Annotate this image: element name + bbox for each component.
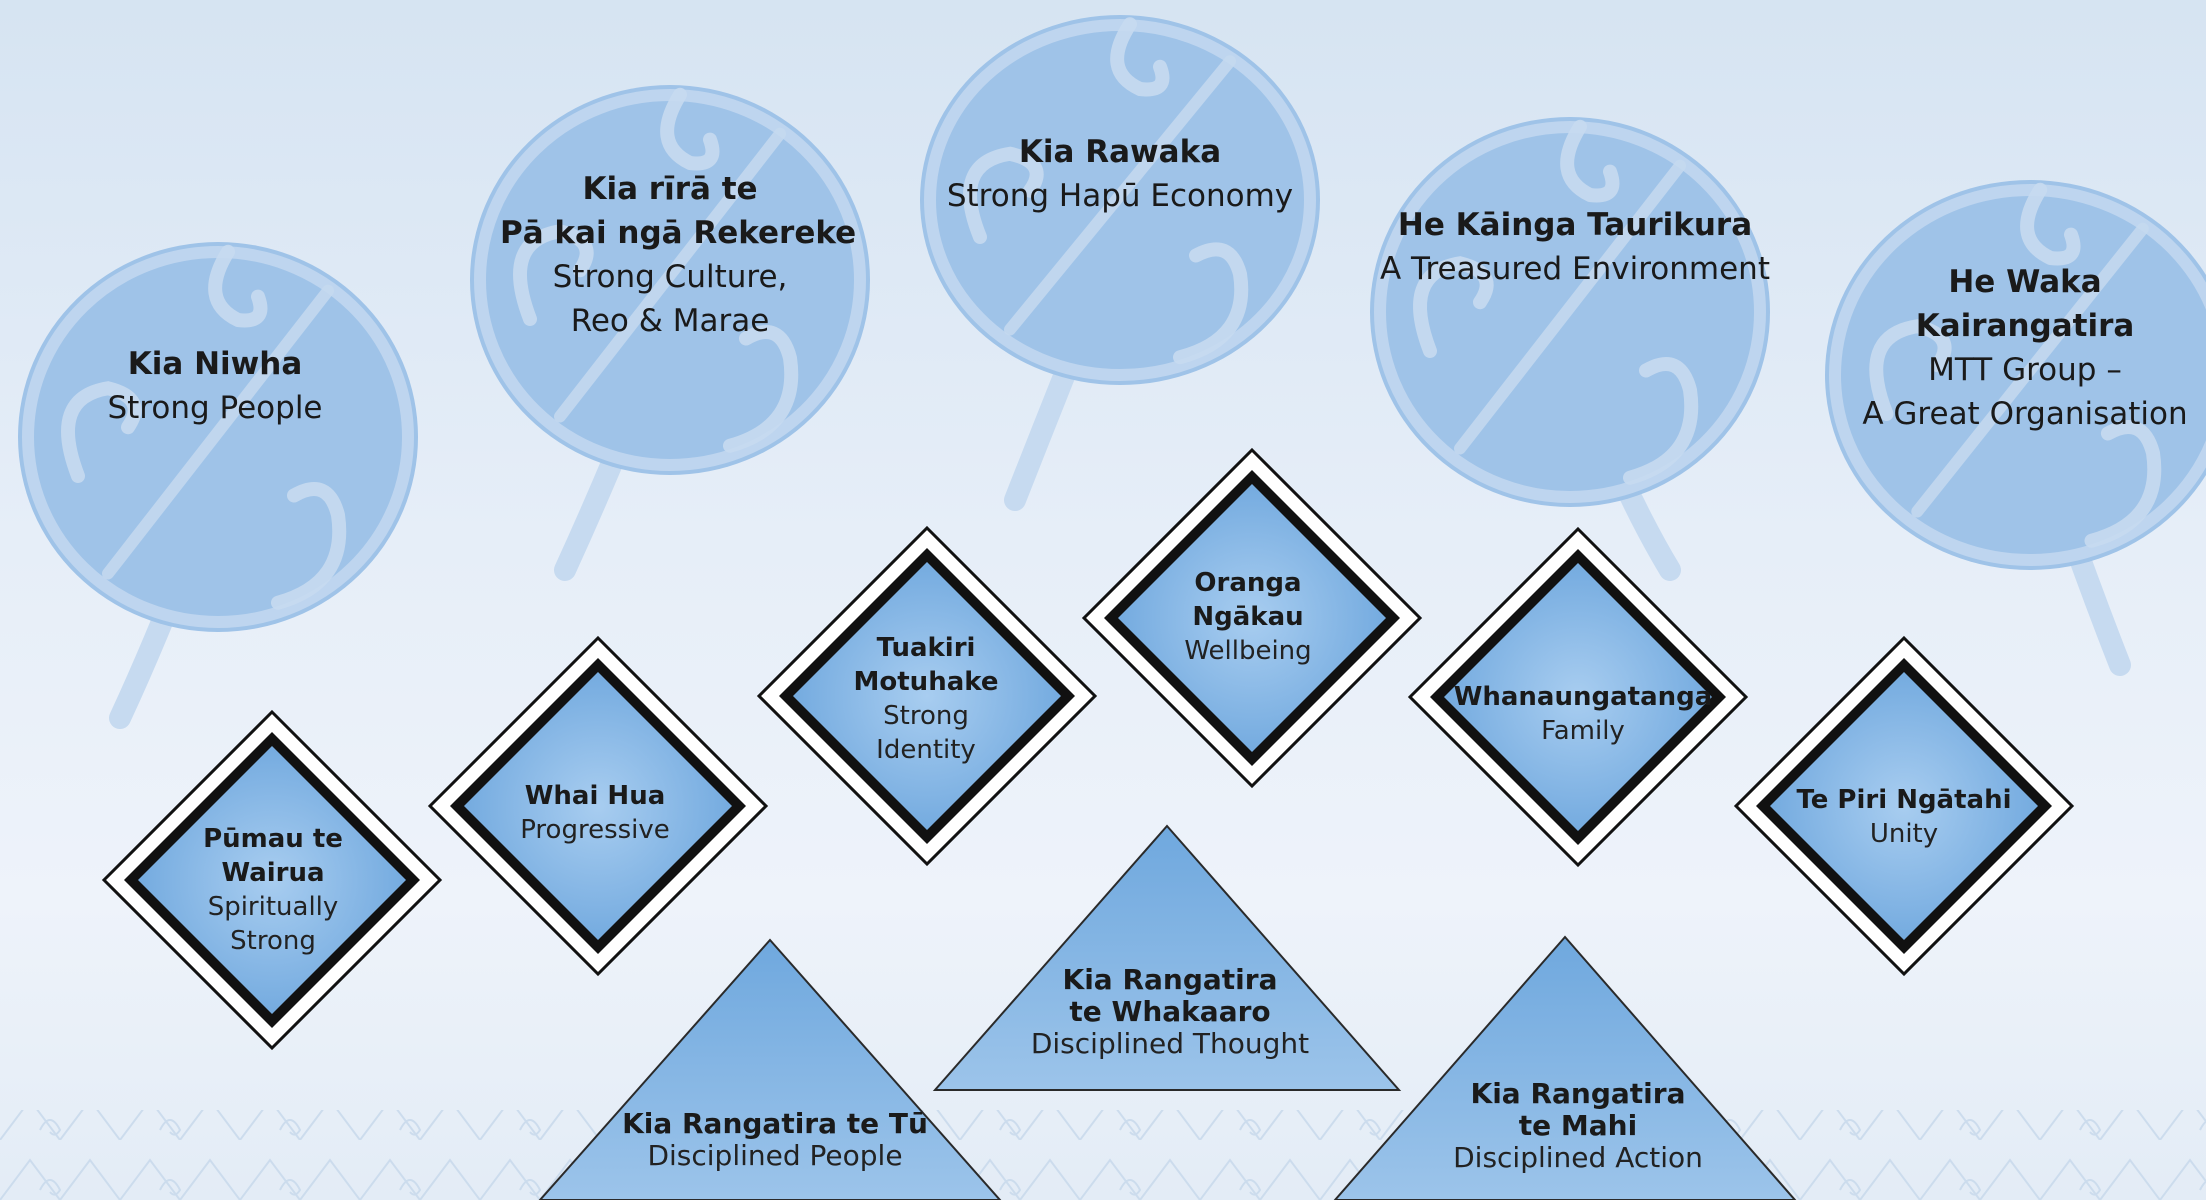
triangle-subtitle: Disciplined Action xyxy=(1453,1141,1703,1174)
diamond-subtitle: Strong xyxy=(883,701,969,731)
triangle-shape xyxy=(538,938,1002,1200)
triangle-title: Kia Rangatira xyxy=(1062,963,1278,996)
fern-subtitle: A Great Organisation xyxy=(1862,396,2188,432)
fern-label-he-waka: He Waka Kairangatira MTT Group – A Great… xyxy=(1860,260,2190,436)
diamond-label-whanaungatanga: Whanaungatanga Family xyxy=(1453,680,1713,748)
fern-title: Kia Rawaka xyxy=(1018,134,1222,170)
diamond-shape xyxy=(427,635,769,977)
triangle-label-whakaaro: Kia Rangatira te Whakaaro Disciplined Th… xyxy=(1030,964,1310,1060)
diamond-subtitle: Progressive xyxy=(520,815,670,845)
koru-fern-icon xyxy=(1825,180,2206,676)
diamond-shape xyxy=(756,525,1098,867)
diamond-label-whai-hua: Whai Hua Progressive xyxy=(495,779,695,847)
diamond-shape xyxy=(1081,447,1423,789)
diamond-title: Ngākau xyxy=(1192,602,1304,632)
diamond-label-tuakiri: Tuakiri Motuhake Strong Identity xyxy=(826,631,1026,767)
triangle-subtitle: Disciplined Thought xyxy=(1030,1027,1310,1060)
fern-subtitle: A Treasured Environment xyxy=(1380,251,1770,287)
diamond-title: Oranga xyxy=(1194,568,1302,598)
diamond-subtitle: Spiritually xyxy=(207,892,339,922)
diamond-subtitle: Wellbeing xyxy=(1184,636,1312,666)
fern-title: Pā kai ngā Rekereke xyxy=(500,215,857,251)
diamond-title: Pūmau te xyxy=(203,824,343,854)
fern-title: Kia rīrā te xyxy=(582,171,758,207)
triangle-title: Kia Rangatira xyxy=(1470,1077,1686,1110)
koru-fern-icon xyxy=(470,85,870,581)
triangle-title: te Mahi xyxy=(1518,1109,1638,1142)
diamond-title: Wairua xyxy=(221,858,325,888)
diamond-label-te-piri: Te Piri Ngātahi Unity xyxy=(1784,783,2024,851)
triangle-shape xyxy=(1333,935,1797,1200)
fern-title: Kairangatira xyxy=(1915,308,2135,344)
fern-title: He Kāinga Taurikura xyxy=(1397,207,1753,243)
fern-subtitle: Strong Hapū Economy xyxy=(946,178,1294,214)
triangle-title: te Whakaaro xyxy=(1069,995,1271,1028)
triangle-shape xyxy=(932,824,1402,1091)
fern-label-kia-niwha: Kia Niwha Strong People xyxy=(60,342,370,430)
diamond-subtitle: Strong xyxy=(230,926,316,956)
diamond-title: Whai Hua xyxy=(524,781,666,811)
fern-label-he-kainga: He Kāinga Taurikura A Treasured Environm… xyxy=(1375,203,1775,291)
triangles-layer xyxy=(538,824,1797,1200)
koru-fern-icon xyxy=(920,15,1320,511)
ferns-layer xyxy=(18,15,2206,729)
fern-subtitle: Strong People xyxy=(107,390,323,426)
triangle-label-te-tu: Kia Rangatira te Tū Disciplined People xyxy=(620,1108,930,1172)
diamond-title: Tuakiri xyxy=(876,633,976,663)
diamond-shape xyxy=(1407,526,1749,868)
triangle-label-mahi: Kia Rangatira te Mahi Disciplined Action xyxy=(1438,1078,1718,1174)
diamond-subtitle: Identity xyxy=(876,735,976,765)
diamond-label-pumau: Pūmau te Wairua Spiritually Strong xyxy=(173,822,373,958)
koru-fern-icon xyxy=(18,242,418,729)
diamond-title: Te Piri Ngātahi xyxy=(1796,785,2012,815)
triangle-title: Kia Rangatira te Tū xyxy=(622,1107,928,1140)
diamond-subtitle: Unity xyxy=(1869,819,1939,849)
triangle-subtitle: Disciplined People xyxy=(647,1139,903,1172)
diamond-label-oranga: Oranga Ngākau Wellbeing xyxy=(1148,566,1348,668)
diamond-shape xyxy=(1733,635,2075,977)
fern-subtitle: MTT Group – xyxy=(1928,352,2122,388)
fern-title: Kia Niwha xyxy=(127,346,303,382)
koru-pattern-band xyxy=(0,1110,2206,1200)
diamond-title: Whanaungatanga xyxy=(1453,682,1713,712)
fern-title: He Waka xyxy=(1948,264,2102,300)
diamonds-layer xyxy=(101,447,2075,1051)
diamond-title: Motuhake xyxy=(853,667,999,697)
fern-label-kia-rira: Kia rīrā te Pā kai ngā Rekereke Strong C… xyxy=(500,167,857,343)
fern-subtitle: Strong Culture, xyxy=(552,259,788,295)
koru-fern-icon xyxy=(1370,117,1770,581)
fern-subtitle: Reo & Marae xyxy=(570,303,770,339)
diamond-shape xyxy=(101,709,443,1051)
fern-label-kia-rawaka: Kia Rawaka Strong Hapū Economy xyxy=(930,130,1310,218)
diamond-subtitle: Family xyxy=(1541,716,1625,746)
